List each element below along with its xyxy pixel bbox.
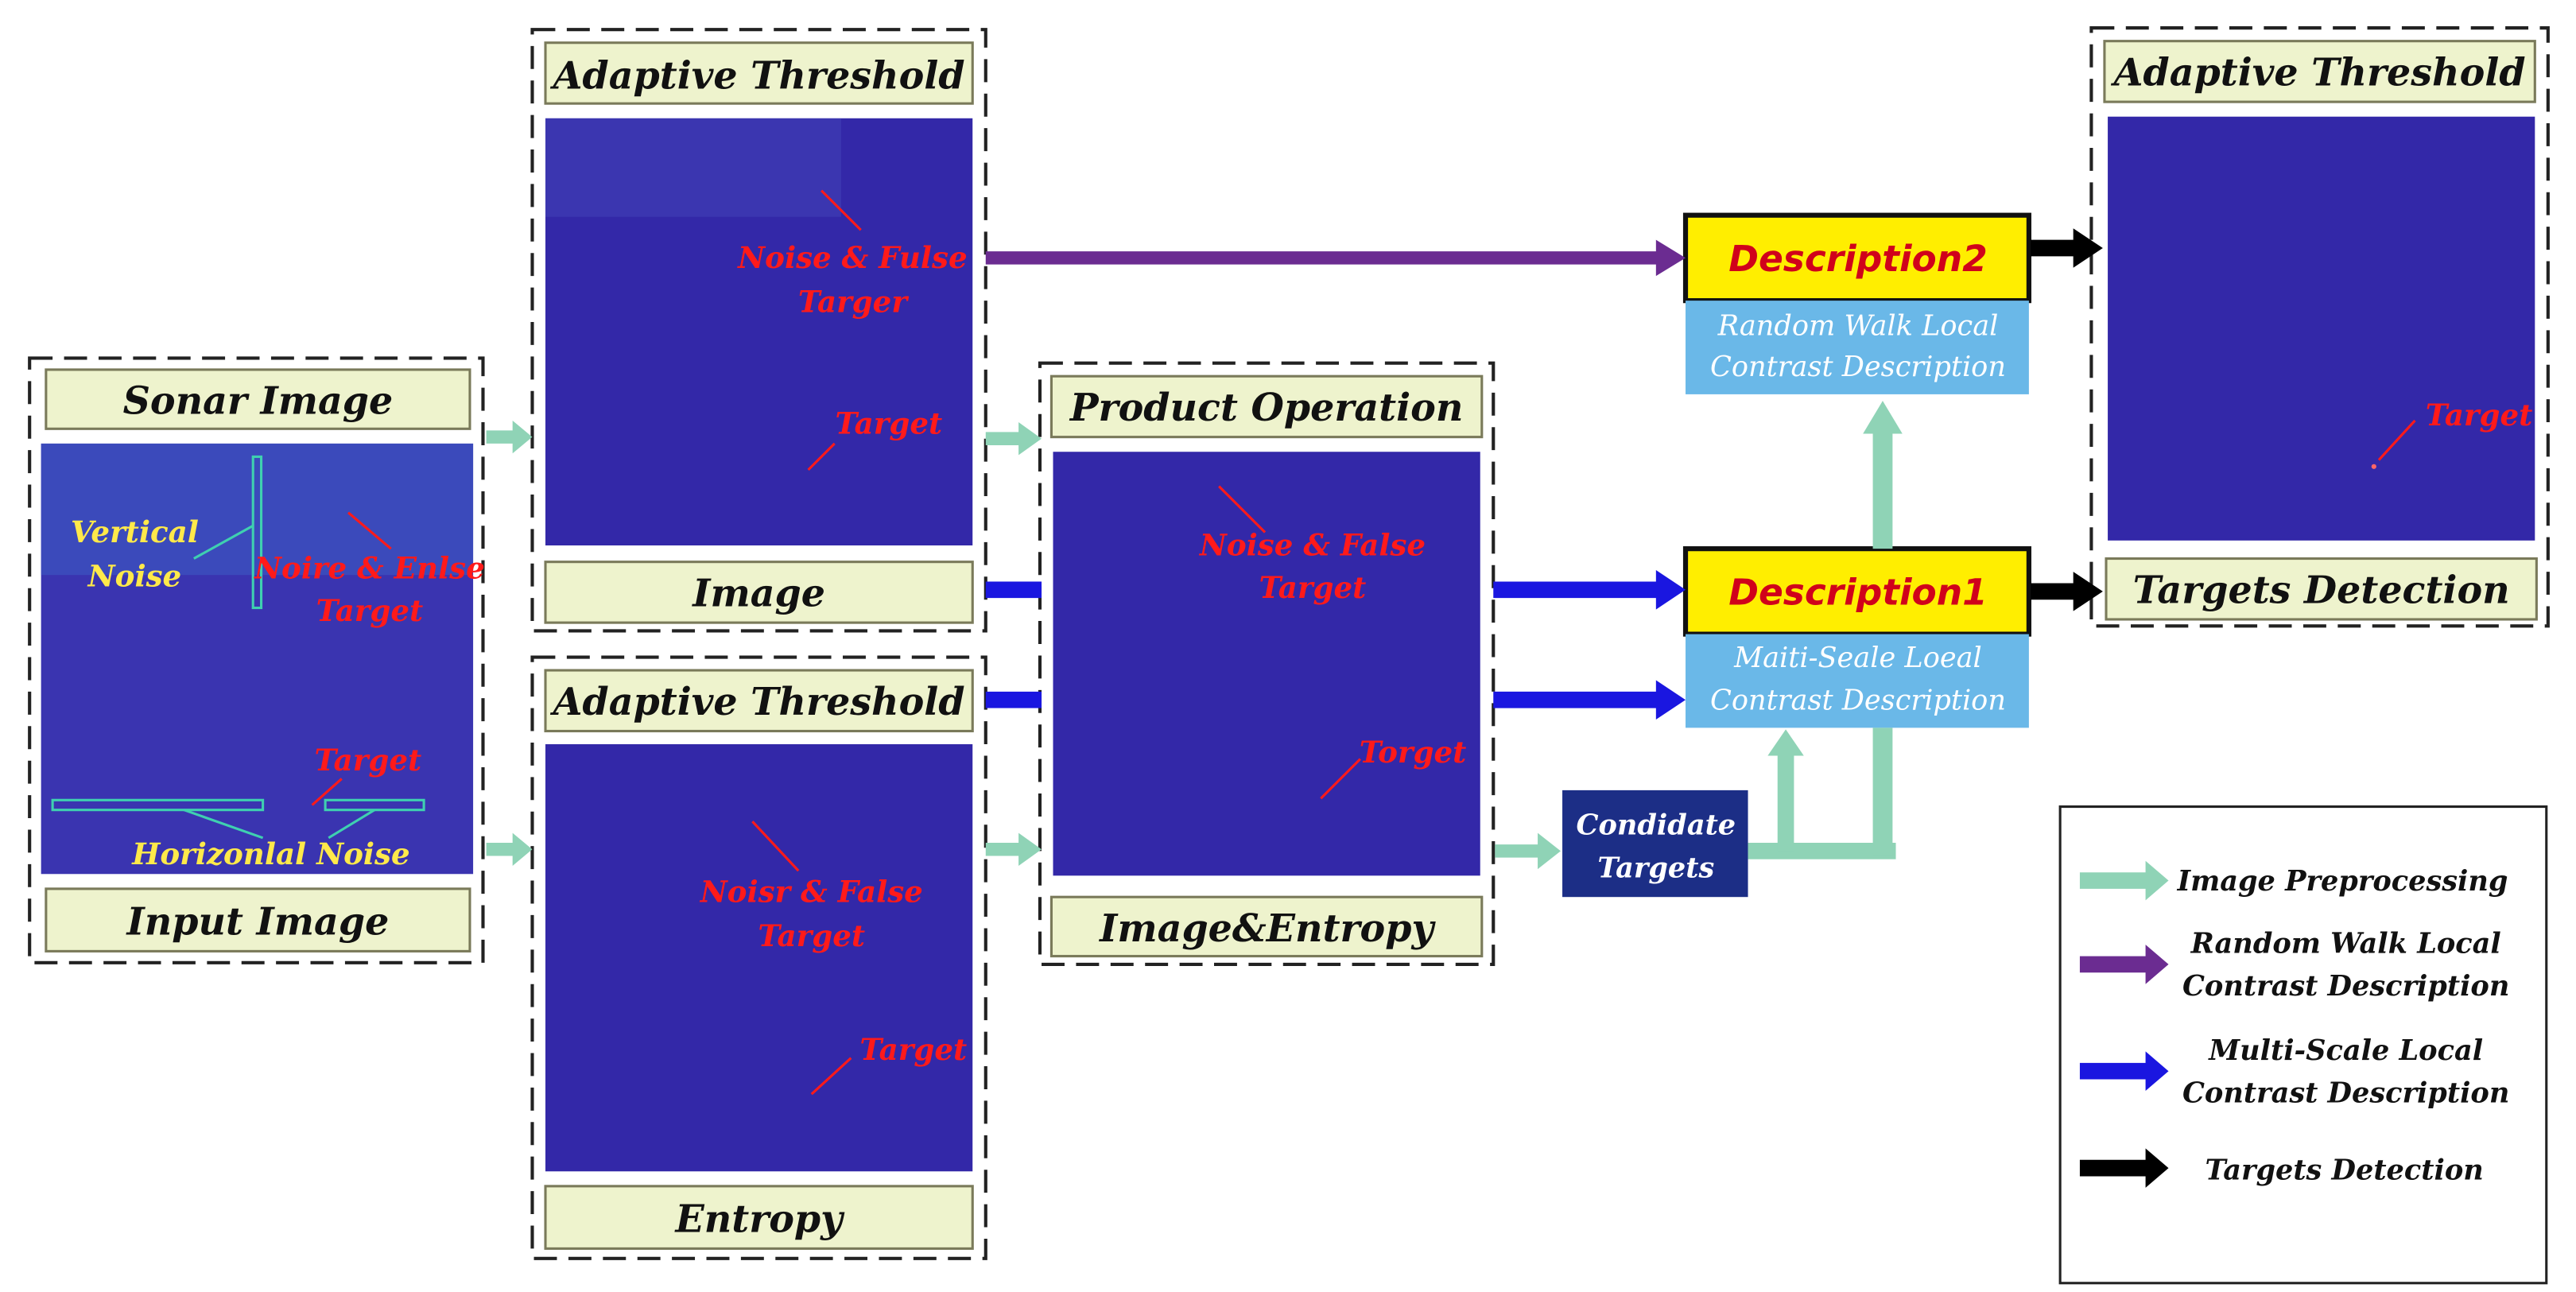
entropy-caption-box — [544, 1185, 974, 1250]
image-noise-label-2: Targer — [798, 285, 909, 320]
image-title: Adaptive Threshold — [550, 54, 965, 99]
product-noise-label-2: Target — [1259, 570, 1367, 605]
horizontal-noise-label: Horizonlal Noise — [131, 836, 409, 871]
product-target-label: Torget — [1360, 735, 1467, 770]
entropy-title: Adaptive Threshold — [550, 680, 965, 724]
product-caption: Image&Entropy — [1098, 906, 1436, 951]
legend-item-multiscale: Multi-Scale Local Contrast Description — [2079, 1034, 2509, 1109]
output-panel: Adaptive Threshold Target Targets Detect… — [2089, 26, 2550, 628]
legend-label-2: Contrast Description — [2182, 1077, 2509, 1109]
entropy-target-label: Target — [860, 1032, 968, 1067]
product-title: Product Operation — [1069, 386, 1464, 430]
output-target-label: Target — [2426, 398, 2533, 433]
candidate-box: Condidate Targets — [1562, 790, 1748, 898]
description2-sub: Random Walk Local — [1717, 310, 1999, 343]
image-target-label: Target — [836, 406, 943, 441]
description2-title: Description2 — [1728, 238, 1988, 280]
entropy-noise-label: Noisr & False — [700, 874, 923, 909]
image-threshold-view — [545, 118, 973, 546]
target-label: Target — [315, 743, 422, 778]
input-caption: Input Image — [126, 900, 390, 945]
preprocessing-arrow — [486, 401, 1903, 870]
legend-label: Random Walk Local — [2190, 927, 2501, 960]
noise-false-target-label-2: Target — [316, 593, 424, 628]
description1-sub: Maiti-Seale Loeal — [1733, 642, 1982, 674]
output-caption-box — [2105, 557, 2538, 621]
flow-arrows — [486, 228, 2103, 870]
horizontal-noise-marker — [51, 798, 265, 812]
input-title: Sonar Image — [123, 379, 394, 424]
image-caption: Image — [691, 571, 825, 615]
product-panel: Product Operation Noise & False Target T… — [1038, 361, 1496, 966]
legend-item-preprocessing: Image Preprocessing — [2079, 860, 2508, 901]
description1-title: Description1 — [1728, 571, 1988, 613]
legend-label: Targets Detection — [2205, 1154, 2483, 1187]
legend-label-2: Contrast Description — [2182, 970, 2509, 1003]
candidate-label: Condidate — [1577, 809, 1736, 842]
product-view — [1053, 452, 1480, 876]
entropy-threshold-view — [545, 744, 973, 1172]
random-walk-arrow — [985, 239, 1686, 277]
image-caption-box — [544, 561, 974, 624]
vertical-noise-label-2: Noise — [87, 559, 182, 594]
candidate-label-2: Targets — [1597, 852, 1714, 884]
input-caption-box — [45, 887, 471, 953]
output-view — [2108, 116, 2535, 541]
noise-false-target-label: Noire & Enlse — [254, 550, 485, 585]
product-caption-box — [1049, 895, 1484, 958]
output-caption: Targets Detection — [2133, 568, 2510, 612]
product-noise-label: Noise & False — [1199, 527, 1426, 562]
input-title-box — [45, 368, 471, 430]
entropy-title-box — [544, 669, 974, 733]
image-title-box — [544, 41, 974, 105]
image-panel: Adaptive Threshold Noise & Fulse Targer … — [530, 28, 987, 633]
legend-item-detection: Targets Detection — [2079, 1148, 2484, 1188]
description1-block: Description1 Maiti-Seale Loeal Contrast … — [1682, 546, 2031, 728]
detection-arrow — [2030, 228, 2103, 611]
description1-sub-2: Contrast Description — [1710, 685, 2006, 717]
entropy-panel: Adaptive Threshold Noisr & False Target … — [530, 655, 987, 1260]
legend: Image Preprocessing Random Walk Local Co… — [2058, 805, 2548, 1285]
entropy-caption: Entropy — [673, 1197, 845, 1242]
vertical-noise-label: Vertical — [71, 514, 199, 549]
output-title: Adaptive Threshold — [2111, 50, 2526, 95]
description2-block: Description2 Random Walk Local Contrast … — [1682, 212, 2031, 394]
input-panel: Sonar Image Vertical Noise Noire & Enlse… — [28, 356, 485, 964]
vertical-noise-marker — [251, 455, 263, 610]
output-title-box — [2103, 40, 2536, 103]
legend-label: Image Preprocessing — [2177, 865, 2508, 898]
product-title-box — [1049, 374, 1484, 439]
multiscale-arrow — [985, 570, 1686, 720]
legend-item-random-walk: Random Walk Local Contrast Description — [2079, 927, 2509, 1003]
entropy-noise-label-2: Target — [758, 918, 865, 953]
legend-label: Multi-Scale Local — [2208, 1034, 2483, 1067]
image-noise-label: Noise & Fulse — [737, 240, 968, 275]
description2-sub-2: Contrast Description — [1710, 351, 2006, 383]
